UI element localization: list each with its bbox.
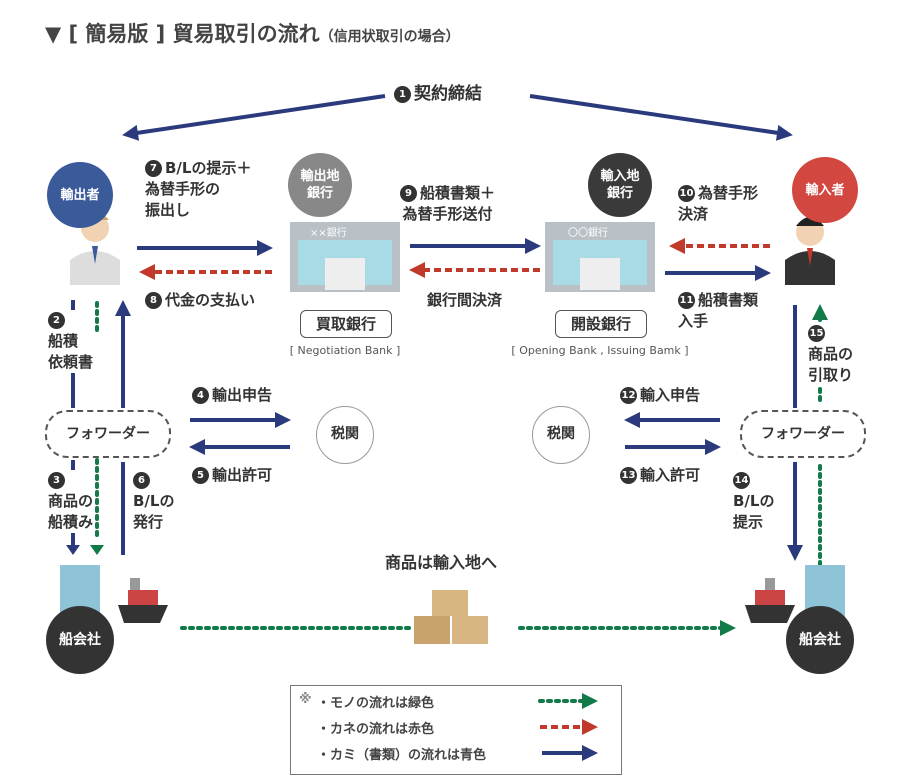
importer-badge: 輸入者 — [792, 157, 858, 223]
step-14-label: 14 B/Lの 提示 — [733, 470, 774, 533]
shipping-company-right: 船会社 — [786, 606, 854, 674]
ship-icon-right — [745, 578, 795, 623]
cargo-boxes-icon — [414, 590, 488, 644]
goods-to-import-label: 商品は輸入地へ — [385, 553, 498, 572]
step-3-label: 3 商品の 船積み — [48, 470, 94, 533]
forwarder-left: フォワーダー — [45, 410, 171, 458]
legend-docs: ・カミ（書類）の流れは青色 — [317, 748, 487, 763]
customs-left: 税関 — [316, 406, 374, 464]
oo-bank-sign: 〇〇銀行 — [568, 228, 608, 239]
step-15-label: 15 商品の 引取り — [808, 323, 854, 386]
xx-bank-sign: ××銀行 — [310, 228, 347, 239]
legend-money: ・カネの流れは赤色 — [317, 722, 435, 737]
buy-bank-sub: [ Negotiation Bank ] — [289, 344, 401, 357]
import-bank-badge: 輸入地 銀行 — [588, 153, 652, 217]
step-6-label: 6 B/Lの 発行 — [133, 470, 174, 533]
open-bank-building-icon — [545, 222, 655, 292]
ship-icon-left — [118, 578, 168, 623]
exporter-badge: 輸出者 — [47, 162, 113, 228]
contract-arrow-right — [529, 94, 793, 141]
step-2-label: 2 船積 依頼書 — [48, 310, 94, 373]
legend-note-mark: ※ — [299, 692, 312, 707]
open-bank-label: 開設銀行 — [555, 310, 647, 338]
contract-arrow-left — [122, 94, 386, 141]
importer-person-icon — [785, 217, 835, 285]
legend: ※ ・モノの流れは緑色 ・カネの流れは赤色 ・カミ（書類）の流れは青色 — [290, 685, 622, 775]
customs-right: 税関 — [532, 406, 590, 464]
shipping-company-left: 船会社 — [46, 606, 114, 674]
interbank-settlement-label: 銀行間決済 — [427, 291, 503, 309]
buy-bank-label: 買取銀行 — [300, 310, 392, 338]
page-title: ▼ [ 簡易版 ] 貿易取引の流れ（信用状取引の場合） — [45, 22, 460, 46]
open-bank-sub: [ Opening Bank , Issuing Bamk ] — [511, 344, 689, 357]
export-bank-badge: 輸出地 銀行 — [288, 153, 352, 217]
legend-goods: ・モノの流れは緑色 — [317, 696, 435, 711]
buy-bank-building-icon — [290, 222, 400, 292]
forwarder-right: フォワーダー — [740, 410, 866, 458]
